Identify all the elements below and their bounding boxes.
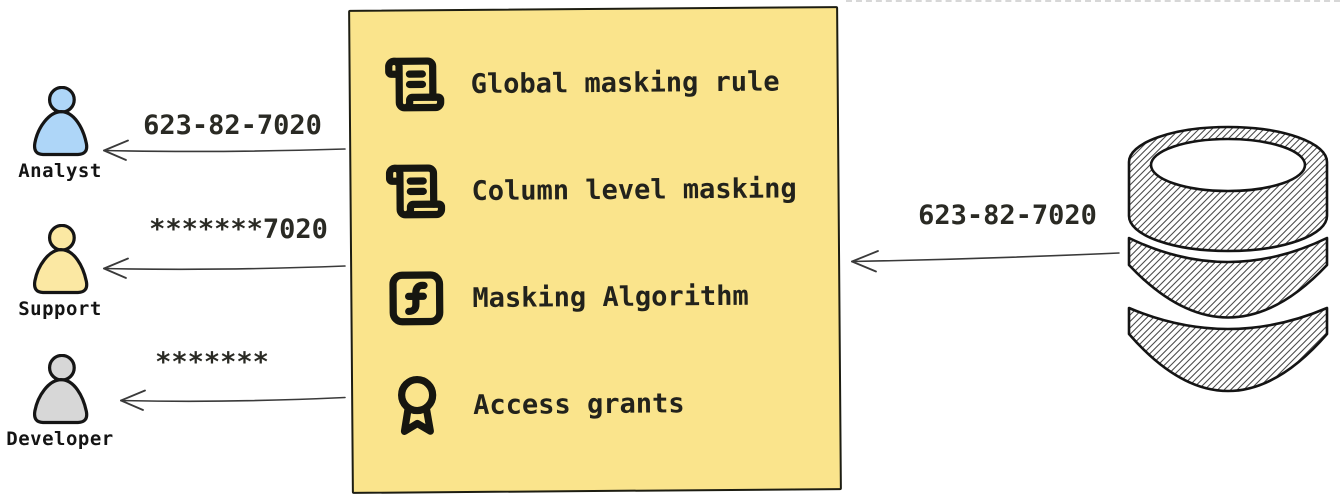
actor-label-support: Support [18, 298, 102, 320]
arrow-db-to-box-icon [851, 250, 1120, 273]
masking-box-item: Masking Algorithm [385, 264, 828, 329]
canvas-edge-line [846, 0, 1340, 2]
person-icon [32, 224, 89, 295]
masking-box-item-label: Access grants [473, 387, 685, 421]
scroll-text-icon [385, 164, 446, 219]
masking-box-item: Access grants [386, 371, 829, 436]
person-icon [32, 86, 89, 157]
masked-value-to-analyst: 623-82-7020 [143, 110, 322, 141]
masking-box-item-label: Global masking rule [470, 66, 780, 100]
masking-box-item: Global masking rule [383, 50, 826, 115]
masking-box-item: Column level masking [384, 157, 827, 222]
masked-value-to-developer: ******* [155, 347, 269, 378]
actor-label-analyst: Analyst [18, 160, 102, 182]
db-output-value: 623-82-7020 [918, 200, 1097, 231]
masking-box-item-label: Column level masking [471, 172, 797, 207]
award-icon [398, 375, 437, 435]
arrow-to-support-icon [103, 257, 346, 279]
function-square-icon [389, 271, 444, 326]
actor-support: Support [2, 224, 118, 320]
arrow-to-developer-icon [120, 389, 346, 411]
masked-value-to-support: *******7020 [149, 214, 328, 245]
person-icon [32, 354, 89, 425]
arrow-to-analyst-icon [103, 139, 346, 161]
scroll-text-icon [385, 57, 445, 112]
database-cylinder-icon [1127, 125, 1329, 393]
actor-analyst: Analyst [2, 86, 118, 182]
masking-box-item-label: Masking Algorithm [472, 280, 749, 314]
actor-developer: Developer [2, 354, 118, 450]
actor-label-developer: Developer [6, 428, 114, 450]
masking-rules-box: Global masking rule Column level masking… [348, 6, 842, 494]
